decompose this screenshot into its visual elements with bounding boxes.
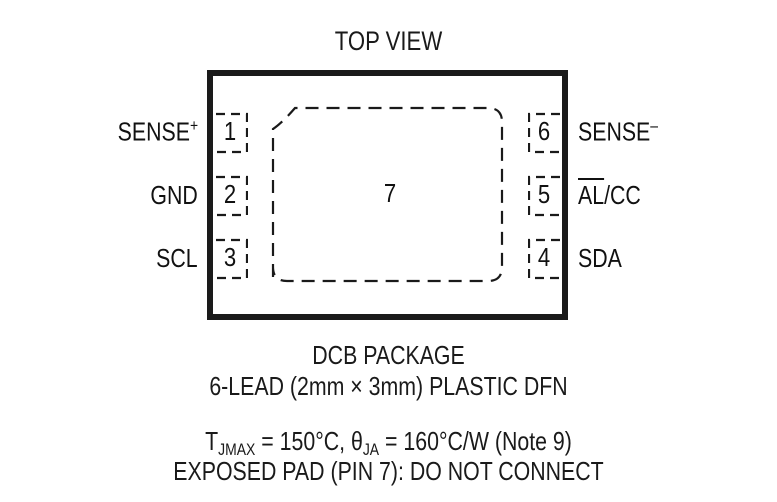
pin-6-label-text: SENSE — [578, 116, 651, 147]
package-body — [207, 70, 568, 320]
pin-1-label-sup: + — [189, 116, 198, 135]
t-subscript: JMAX — [218, 440, 256, 459]
package-description: 6-LEAD (2mm × 3mm) PLASTIC DFN — [209, 371, 568, 401]
pin-6-label-sup: – — [650, 116, 659, 135]
view-title: TOP VIEW — [334, 26, 443, 56]
exposed-pad-number: 7 — [383, 178, 397, 208]
pin-3-label: SCL — [156, 243, 198, 273]
theta-symbol: θ — [350, 426, 363, 456]
pin-5-label-text: /CC — [604, 180, 641, 210]
pin-1-pad: 1 — [214, 112, 248, 154]
pin-3-pad: 3 — [214, 238, 248, 280]
pin-4-number: 4 — [537, 242, 551, 272]
pin-5-pad: 5 — [528, 175, 560, 217]
t-value: = 150°C, — [255, 426, 351, 456]
pin-1-number: 1 — [223, 116, 237, 146]
pin-1-label: SENSE+ — [118, 116, 198, 148]
theta-subscript: JA — [362, 440, 380, 459]
pin-5-number: 5 — [537, 179, 551, 209]
pin-2-label: GND — [150, 180, 198, 210]
pin-1-label-text: SENSE — [117, 116, 190, 147]
pin-6-label: SENSE– — [578, 116, 658, 148]
pin-4-label: SDA — [578, 243, 622, 273]
pin-4-pad: 4 — [528, 238, 560, 280]
thermal-note: TJMAX = 150°C, θJA = 160°C/W (Note 9) — [70, 426, 707, 460]
pin-2-pad: 2 — [214, 175, 248, 217]
theta-value: = 160°C/W (Note 9) — [379, 426, 572, 456]
exposed-pad-outline — [271, 106, 504, 283]
pin-3-number: 3 — [223, 242, 237, 272]
t-symbol: T — [205, 426, 219, 456]
pin-5-label: AL/CC — [578, 180, 641, 211]
pin-6-number: 6 — [537, 116, 551, 146]
pin-2-number: 2 — [223, 179, 237, 209]
package-name: DCB PACKAGE — [312, 340, 465, 370]
pin-5-label-overline: AL — [578, 180, 605, 210]
exposed-pad-note: EXPOSED PAD (PIN 7): DO NOT CONNECT — [173, 456, 604, 486]
pin-6-pad: 6 — [528, 112, 560, 154]
